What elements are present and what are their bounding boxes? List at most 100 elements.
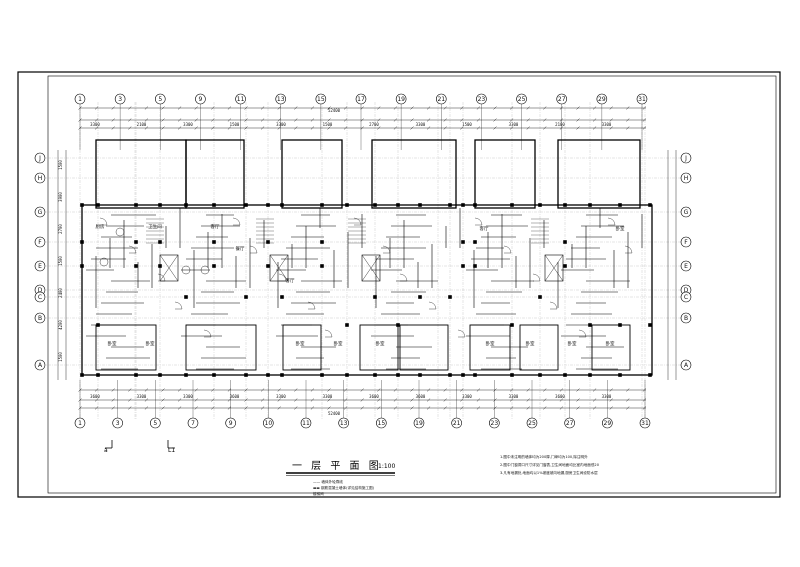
dimension-tick (327, 398, 331, 402)
room-label: 卧室 (606, 340, 615, 347)
axis-bubble-bottom-circle (376, 417, 387, 429)
axis-bubble-top-circle (275, 93, 287, 105)
room-label: 卧室 (376, 340, 385, 347)
dimension-tick (642, 106, 647, 110)
axis-bubble-top-label: 31 (638, 96, 646, 103)
dimension-label-top: 2100 (555, 122, 565, 127)
axis-bubble-bottom-circle (263, 417, 274, 429)
structural-column (320, 240, 324, 244)
structural-column (563, 264, 567, 268)
axis-bubble-right-label: G (684, 209, 689, 216)
room-label: 卧室 (296, 340, 305, 347)
structural-column (134, 373, 138, 377)
dimension-tick (194, 398, 198, 402)
dimension-tick (294, 126, 298, 130)
dimension-tick (94, 106, 99, 110)
section-mark-l1: L1 (167, 440, 175, 454)
room-label: 卧室 (616, 225, 625, 232)
structural-column (280, 203, 284, 207)
dimension-tick (211, 126, 215, 130)
dimension-tick (211, 398, 215, 402)
axis-bubble-top-label: 21 (437, 96, 445, 103)
dimension-tick (493, 398, 497, 402)
structural-column (244, 373, 248, 377)
structural-column (266, 240, 270, 244)
dimension-tick (410, 406, 414, 410)
dimension-tick (609, 118, 613, 122)
dimension-tick (626, 126, 630, 130)
axis-bubble-right-label: A (684, 362, 689, 369)
room-label: 卫生间 (148, 223, 162, 230)
dimension-tick (626, 406, 630, 410)
dimension-label-left: 1500 (58, 160, 63, 170)
dimension-tick (360, 398, 364, 402)
axis-bubble-left: H (34, 172, 46, 184)
dimension-label-top: 2100 (137, 122, 147, 127)
dimension-tick (526, 388, 530, 392)
dimension-tick (592, 398, 597, 402)
structural-column (588, 373, 592, 377)
dimension-tick (443, 388, 447, 392)
axis-bubble-bottom-label: 27 (566, 420, 574, 427)
dimension-tick (426, 406, 431, 410)
axis-bubble-bottom: 15 (376, 417, 387, 429)
dimension-tick (227, 398, 232, 402)
dimension-tick (260, 388, 265, 392)
axis-bubble-left-label: B (38, 315, 42, 322)
axis-bubble-left-circle (34, 206, 46, 218)
axis-bubble-bottom: 5 (150, 417, 161, 429)
dimension-tick (343, 406, 348, 410)
axis-bubble-bottom: 27 (564, 417, 575, 429)
structural-column (461, 203, 465, 207)
dimension-tick (343, 118, 348, 122)
structural-column (266, 373, 270, 377)
room-label: 餐厅 (236, 245, 245, 252)
dimension-tick (460, 388, 464, 392)
dimension-tick (244, 406, 248, 410)
dimension-tick (244, 106, 248, 110)
dimension-tick (642, 388, 647, 392)
room-label: 客厅 (480, 225, 489, 232)
axis-bubble-top-circle (435, 93, 447, 105)
axis-bubble-top-label: 5 (158, 96, 162, 103)
dimension-tick (128, 118, 132, 122)
axis-bubble-top-circle (636, 93, 648, 105)
dimension-tick (460, 398, 464, 402)
stair-core (159, 254, 179, 282)
dimension-tick (294, 106, 298, 110)
bottom-bay-wall (469, 324, 511, 371)
axis-bubble-top-circle (74, 93, 86, 105)
room-label: 卧室 (526, 340, 535, 347)
dimension-tick (426, 118, 431, 122)
dimension-tick (476, 118, 481, 122)
dimension-tick (260, 118, 265, 122)
dimension-tick (227, 106, 232, 110)
dimension-tick (642, 406, 647, 410)
axis-bubble-top: 23 (476, 93, 487, 105)
dimension-tick (576, 398, 580, 402)
dimension-tick (509, 388, 514, 392)
stair-diagonal (269, 254, 289, 282)
structural-column (212, 264, 216, 268)
dimension-tick (526, 398, 530, 402)
dimension-tick (161, 118, 165, 122)
axis-bubble-bottom-label: 19 (415, 420, 423, 427)
axis-bubble-left-label: C (38, 294, 42, 301)
dimension-label-top: 3300 (416, 122, 426, 127)
door-swing (578, 329, 587, 338)
dimension-tick (592, 118, 597, 122)
axis-bubble-left: J (34, 152, 46, 164)
bottom-bay-wall (399, 324, 449, 371)
dimension-tick (144, 398, 149, 402)
dimension-label-bottom: 3300 (602, 394, 612, 399)
structural-column (648, 373, 652, 377)
axis-bubble-bottom-label: 1 (78, 420, 82, 427)
structural-column (345, 373, 349, 377)
dimension-tick (592, 126, 597, 130)
structural-column (418, 203, 422, 207)
dimension-tick (393, 118, 398, 122)
axis-bubble-top: 19 (395, 93, 407, 105)
dimension-label-bottom: 3300 (509, 394, 519, 399)
dimension-tick (128, 398, 132, 402)
